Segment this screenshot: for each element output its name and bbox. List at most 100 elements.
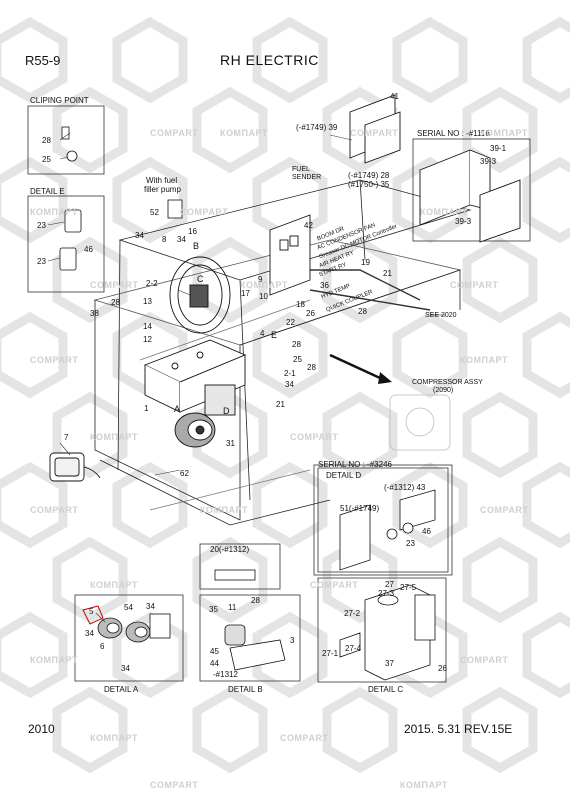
part-7: 7 bbox=[64, 433, 69, 442]
machine-frame-lines bbox=[93, 179, 472, 526]
watermark-text: COMPART bbox=[480, 505, 529, 515]
detail-b-parts bbox=[214, 569, 286, 671]
part-39-3: 39-3 bbox=[455, 217, 472, 226]
part-2-2: 2-2 bbox=[146, 279, 158, 288]
watermark-text: COMPART bbox=[90, 280, 139, 290]
part-46: 46 bbox=[422, 527, 431, 536]
part-5: 5 bbox=[89, 607, 94, 616]
watermark-text: COMPART bbox=[450, 280, 499, 290]
detail-c-frame bbox=[317, 577, 447, 683]
callout-c: C bbox=[197, 274, 204, 284]
part-28: 28 bbox=[251, 596, 260, 605]
watermark-text: КОМПАРТ bbox=[420, 207, 468, 217]
part-21: 21 bbox=[276, 400, 285, 409]
label-1749-51: 51(-#1749) bbox=[340, 504, 380, 513]
revision-label: 2015. 5.31 REV.15E bbox=[404, 722, 513, 736]
detail-a-frame bbox=[74, 594, 184, 682]
part-27-4: 27-4 bbox=[345, 644, 362, 653]
part-8: 8 bbox=[162, 235, 167, 244]
horn-assembly bbox=[174, 384, 236, 448]
part-25: 25 bbox=[293, 355, 302, 364]
part-36: 36 bbox=[320, 281, 329, 290]
leader-lines bbox=[47, 132, 445, 623]
part-2-1: 2-1 bbox=[284, 369, 296, 378]
detail-e-frame bbox=[27, 195, 105, 293]
watermark-text: КОМПАРТ bbox=[90, 432, 138, 442]
part-23: 23 bbox=[406, 539, 415, 548]
detail-d-parts bbox=[339, 489, 436, 571]
part-27-1: 27-1 bbox=[322, 649, 339, 658]
clipping-point-frame bbox=[27, 105, 105, 175]
watermark-text: КОМПАРТ bbox=[90, 733, 138, 743]
watermark-text: КОМПАРТ bbox=[480, 128, 528, 138]
part-39-3: 39-3 bbox=[480, 157, 497, 166]
part-34: 34 bbox=[135, 231, 144, 240]
small-detail-parts bbox=[59, 126, 183, 271]
callout-a: A bbox=[174, 404, 181, 414]
part-42: 42 bbox=[304, 221, 313, 230]
part-27-2: 27-2 bbox=[344, 609, 361, 618]
label-1750-35: (#1750-) 35 bbox=[348, 180, 390, 189]
part-25: 25 bbox=[42, 155, 51, 164]
watermark-text: КОМПАРТ bbox=[220, 128, 268, 138]
part-35: 35 bbox=[209, 605, 218, 614]
part-27: 27 bbox=[385, 580, 394, 589]
part-28: 28 bbox=[42, 136, 51, 145]
fuel-filler-line1: With fuel bbox=[146, 176, 178, 185]
part-41: 41 bbox=[390, 92, 399, 101]
watermark-text: COMPART bbox=[290, 432, 339, 442]
part-39-1: 39-1 bbox=[490, 144, 507, 153]
watermark-text: КОМПАРТ bbox=[90, 580, 138, 590]
detail-a-parts bbox=[82, 605, 171, 643]
callout-e: E bbox=[271, 330, 278, 340]
part-34: 34 bbox=[85, 629, 94, 638]
detail-b-frame bbox=[199, 594, 301, 682]
part-28: 28 bbox=[292, 340, 301, 349]
relay-bracket bbox=[269, 214, 311, 296]
watermark-text: COMPART bbox=[30, 505, 79, 515]
part-54: 54 bbox=[124, 603, 133, 612]
part-31: 31 bbox=[226, 439, 235, 448]
page-number: 2010 bbox=[28, 722, 55, 736]
detail-d-frame bbox=[317, 467, 449, 573]
serial-3246-outline bbox=[313, 464, 453, 576]
detail-a-label: DETAIL A bbox=[104, 685, 139, 694]
part-4: 4 bbox=[260, 329, 265, 338]
compressor-sketch bbox=[329, 353, 451, 451]
compressor-label-line2: (2090) bbox=[433, 387, 454, 394]
part-34: 34 bbox=[146, 602, 155, 611]
label-1312-43: (-#1312) 43 bbox=[384, 483, 426, 492]
part-1: 1 bbox=[144, 404, 149, 413]
part-23: 23 bbox=[37, 221, 46, 230]
part-14: 14 bbox=[143, 322, 152, 331]
part-13: 13 bbox=[143, 297, 152, 306]
page-title: RH ELECTRIC bbox=[220, 52, 319, 68]
compressor-label-line1: COMPRESSOR ASSY bbox=[412, 379, 483, 386]
clipping-point-label: CLIPING POINT bbox=[30, 96, 89, 105]
part-28: 28 bbox=[358, 307, 367, 316]
part-21: 21 bbox=[383, 269, 392, 278]
watermark-text: COMPART bbox=[280, 733, 329, 743]
part-62: 62 bbox=[180, 469, 189, 478]
part-6: 6 bbox=[100, 642, 105, 651]
fuel-sender-line2: SENDER bbox=[292, 174, 322, 181]
watermark-text: COMPART bbox=[150, 128, 199, 138]
label-1312-20: 20(-#1312) bbox=[210, 545, 250, 554]
watermark-text: COMPART bbox=[30, 355, 79, 365]
detail-c-tank bbox=[339, 584, 436, 681]
part-28: 28 bbox=[307, 363, 316, 372]
part-12: 12 bbox=[143, 335, 152, 344]
watermark-text: КОМПАРТ bbox=[200, 505, 248, 515]
part-18: 18 bbox=[296, 300, 305, 309]
watermark-text: COMPART bbox=[150, 780, 199, 790]
detail-c-label: DETAIL C bbox=[368, 685, 404, 694]
fuel-filler-line2: filler pump bbox=[144, 185, 181, 194]
part-19: 19 bbox=[361, 258, 370, 267]
watermark-text: КОМПАРТ bbox=[400, 780, 448, 790]
battery bbox=[143, 339, 247, 413]
watermark-text: КОМПАРТ bbox=[30, 655, 78, 665]
part-34: 34 bbox=[177, 235, 186, 244]
part-38: 38 bbox=[90, 309, 99, 318]
part-34: 34 bbox=[121, 664, 130, 673]
